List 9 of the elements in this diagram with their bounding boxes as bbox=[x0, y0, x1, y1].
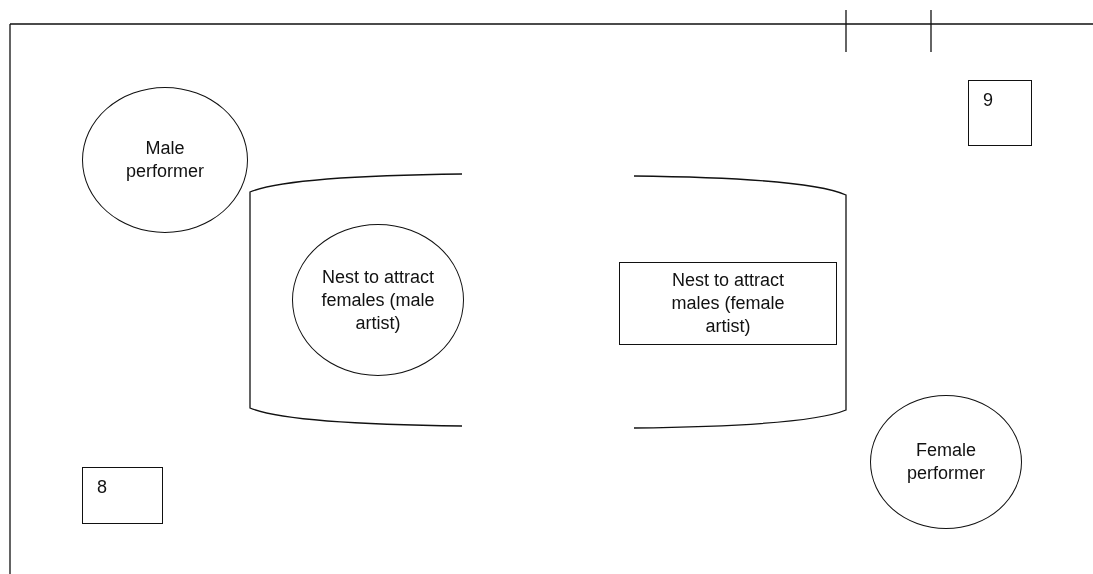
number-box bbox=[82, 467, 163, 524]
node-text: Nest to attract females (male artist) bbox=[320, 265, 436, 335]
node-text: 8 bbox=[97, 476, 107, 499]
node-text: Nest to attract males (female artist) bbox=[670, 269, 786, 338]
node-text: 9 bbox=[983, 89, 993, 112]
node-text: Female performer bbox=[906, 439, 986, 485]
text-box bbox=[619, 262, 837, 345]
node-text: Male performer bbox=[125, 137, 205, 183]
number-box bbox=[968, 80, 1032, 146]
